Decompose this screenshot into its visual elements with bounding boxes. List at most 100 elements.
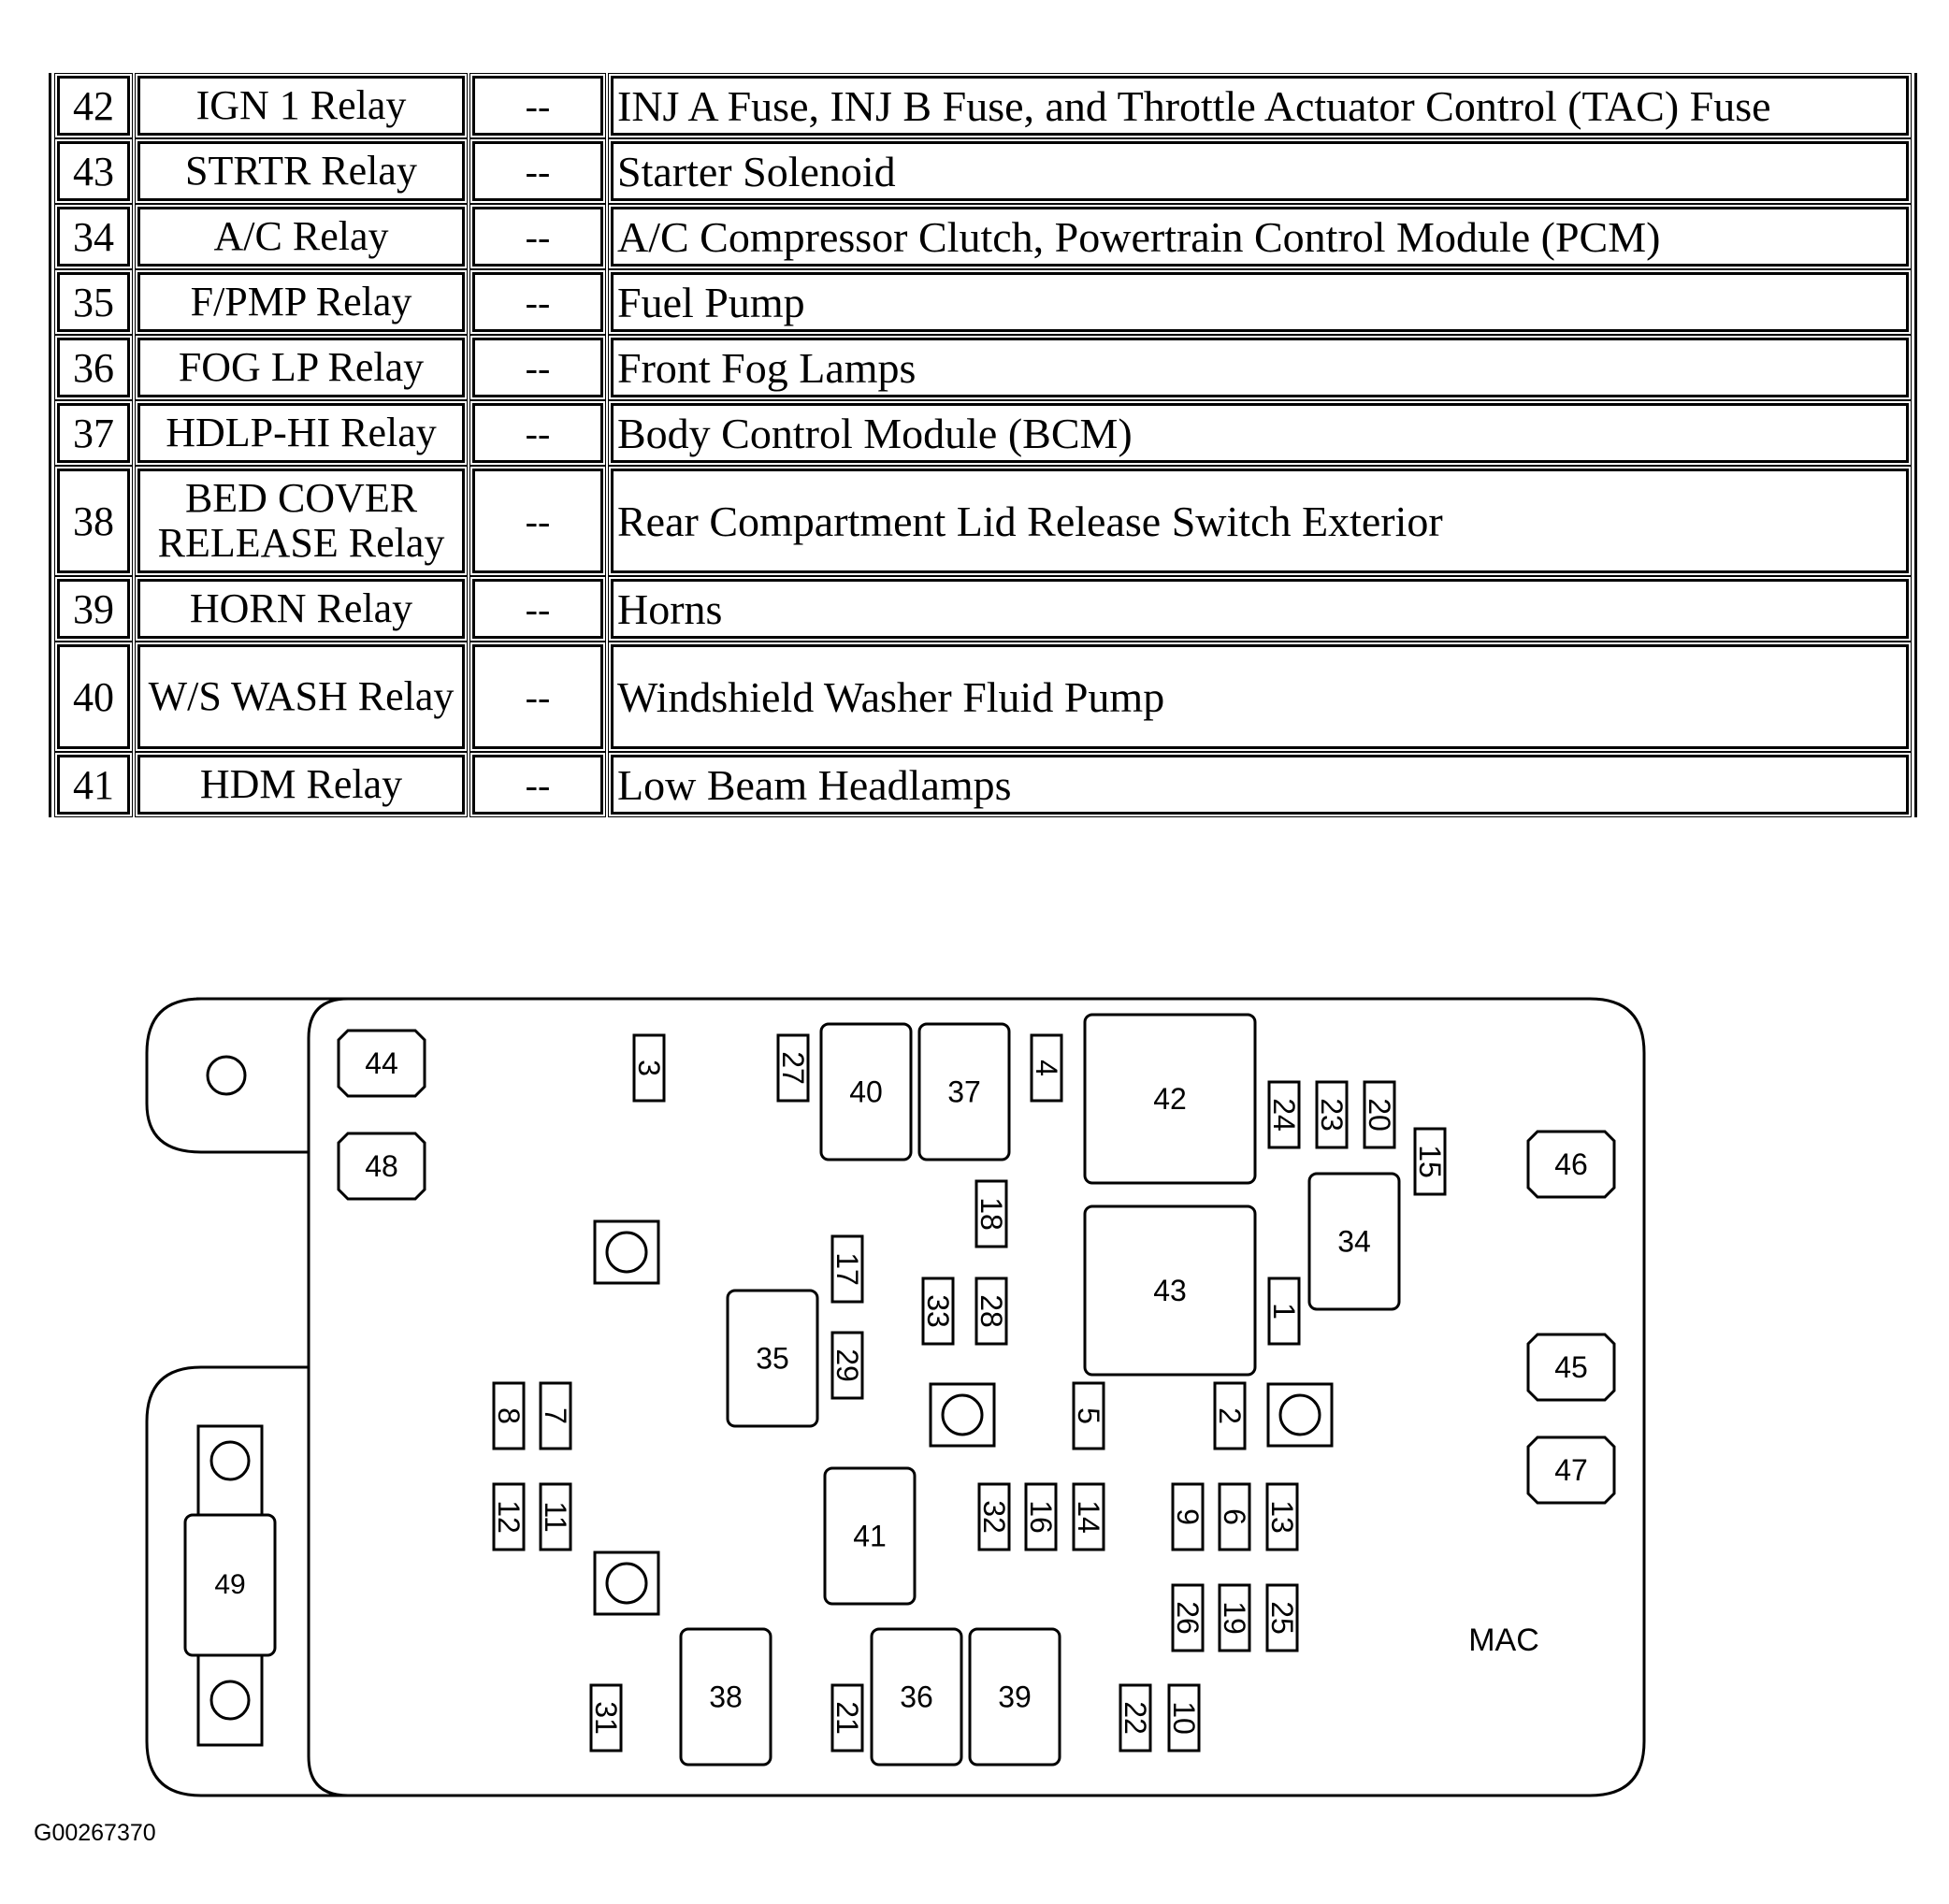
table-row: 39 HORN Relay -- Horns <box>53 576 1913 642</box>
fuse-11-label: 11 <box>539 1501 572 1532</box>
table-row: 43 STRTR Relay -- Starter Solenoid <box>53 138 1913 204</box>
circuit-protected: Low Beam Headlamps <box>608 752 1912 817</box>
fuse-27 <box>776 1033 810 1103</box>
mega-fuse-49 <box>183 1513 277 1657</box>
fuse-rating: -- <box>469 466 606 576</box>
table-row: 37 HDLP-HI Relay -- Body Control Module … <box>53 400 1913 466</box>
circuit-protected: Starter Solenoid <box>608 138 1912 204</box>
relay-34-label: 34 <box>1337 1225 1371 1259</box>
relay-43-label: 43 <box>1153 1274 1187 1307</box>
table-row: 42 IGN 1 Relay -- INJ A Fuse, INJ B Fuse… <box>53 73 1913 138</box>
fuse-2 <box>1213 1381 1247 1450</box>
fuse-4-label: 4 <box>1030 1060 1063 1076</box>
fuse-14-label: 14 <box>1072 1500 1105 1534</box>
fuse-17 <box>830 1234 864 1304</box>
maxi-fuse-48-label: 48 <box>365 1149 398 1183</box>
relay-number: 40 <box>54 642 133 752</box>
table-row: 38 BED COVER RELEASE Relay -- Rear Compa… <box>53 466 1913 576</box>
relay-number: 35 <box>54 269 133 335</box>
table-row: 40 W/S WASH Relay -- Windshield Washer F… <box>53 642 1913 752</box>
fuse-26 <box>1171 1583 1205 1652</box>
fuse-rating: -- <box>469 576 606 642</box>
fuse-22-label: 22 <box>1119 1701 1152 1735</box>
mega-fuse-terminal <box>196 1653 264 1747</box>
fuse-15-label: 15 <box>1413 1145 1447 1178</box>
housing-outline <box>196 997 1646 1797</box>
fuse-rating: -- <box>469 138 606 204</box>
relay-number: 41 <box>54 752 133 817</box>
mega-fuse-terminal <box>196 1424 264 1518</box>
fuse-18-label: 18 <box>974 1197 1008 1231</box>
relay-name: HDM Relay <box>135 752 468 817</box>
housing-tab-bottom <box>145 1365 346 1797</box>
fuse-13 <box>1265 1482 1299 1551</box>
fuse-7-label: 7 <box>539 1407 572 1424</box>
relay-42-label: 42 <box>1153 1082 1187 1116</box>
fuse-23 <box>1315 1080 1349 1149</box>
relay-39 <box>968 1627 1061 1767</box>
fuse-24-label: 24 <box>1267 1098 1301 1132</box>
bolt-hole <box>605 1231 648 1274</box>
fuse-19 <box>1218 1583 1251 1652</box>
fuse-rating: -- <box>469 642 606 752</box>
relay-name: A/C Relay <box>135 204 468 269</box>
fuse-21 <box>830 1683 864 1753</box>
fuse-28 <box>974 1277 1008 1346</box>
fuse-32-label: 32 <box>977 1500 1011 1534</box>
relay-37 <box>917 1022 1011 1161</box>
fuse-29 <box>830 1331 864 1400</box>
fuse-33 <box>921 1277 955 1346</box>
fuse-17-label: 17 <box>830 1252 864 1286</box>
fuse-5-label: 5 <box>1072 1407 1105 1424</box>
fuse-rating: -- <box>469 269 606 335</box>
relay-name: IGN 1 Relay <box>135 73 468 138</box>
table-row: 36 FOG LP Relay -- Front Fog Lamps <box>53 335 1913 400</box>
housing-tab-top <box>145 997 309 1154</box>
relay-35 <box>726 1289 819 1428</box>
fuse-12-label: 12 <box>492 1500 526 1534</box>
relay-43 <box>1083 1204 1257 1377</box>
fuse-25 <box>1265 1583 1299 1652</box>
maxi-fuse-47-label: 47 <box>1554 1453 1588 1487</box>
fuse-1 <box>1267 1277 1301 1346</box>
fuse-31 <box>589 1683 623 1753</box>
fuse-10 <box>1167 1683 1201 1753</box>
terminal-hole <box>209 1440 251 1481</box>
fuse-16-label: 16 <box>1024 1500 1058 1534</box>
relay-number: 43 <box>54 138 133 204</box>
maxi-fuse-44 <box>337 1029 426 1098</box>
relay-number: 37 <box>54 400 133 466</box>
fuse-22 <box>1119 1683 1152 1753</box>
fuse-33-label: 33 <box>921 1294 955 1328</box>
fuse-3-label: 3 <box>632 1060 666 1076</box>
relay-37-label: 37 <box>947 1075 981 1109</box>
relay-name: STRTR Relay <box>135 138 468 204</box>
circuit-protected: Body Control Module (BCM) <box>608 400 1912 466</box>
fuse-25-label: 25 <box>1265 1601 1299 1635</box>
fuse-1-label: 1 <box>1267 1303 1301 1320</box>
bolt-square <box>1266 1382 1334 1448</box>
relay-number: 34 <box>54 204 133 269</box>
fuse-28-label: 28 <box>974 1294 1008 1328</box>
relay-number: 42 <box>54 73 133 138</box>
maxi-fuse-45 <box>1526 1333 1616 1402</box>
fuse-13-label: 13 <box>1265 1500 1299 1534</box>
fuse-5 <box>1072 1381 1105 1450</box>
fuse-4 <box>1030 1033 1063 1103</box>
table-row: 41 HDM Relay -- Low Beam Headlamps <box>53 752 1913 817</box>
inner-panel-outline <box>307 997 349 1797</box>
relay-38-label: 38 <box>709 1680 743 1714</box>
relay-35-label: 35 <box>756 1342 789 1376</box>
bolt-hole <box>605 1562 648 1605</box>
fuse-24 <box>1267 1080 1301 1149</box>
fuse-rating: -- <box>469 73 606 138</box>
relay-name: BED COVER RELEASE Relay <box>135 466 468 576</box>
circuit-protected: A/C Compressor Clutch, Powertrain Contro… <box>608 204 1912 269</box>
fuse-8 <box>492 1381 526 1450</box>
fuse-rating: -- <box>469 335 606 400</box>
fuse-rating: -- <box>469 204 606 269</box>
relay-number: 39 <box>54 576 133 642</box>
fuse-rating: -- <box>469 752 606 817</box>
fuse-15 <box>1413 1127 1447 1196</box>
circuit-protected: Rear Compartment Lid Release Switch Exte… <box>608 466 1912 576</box>
